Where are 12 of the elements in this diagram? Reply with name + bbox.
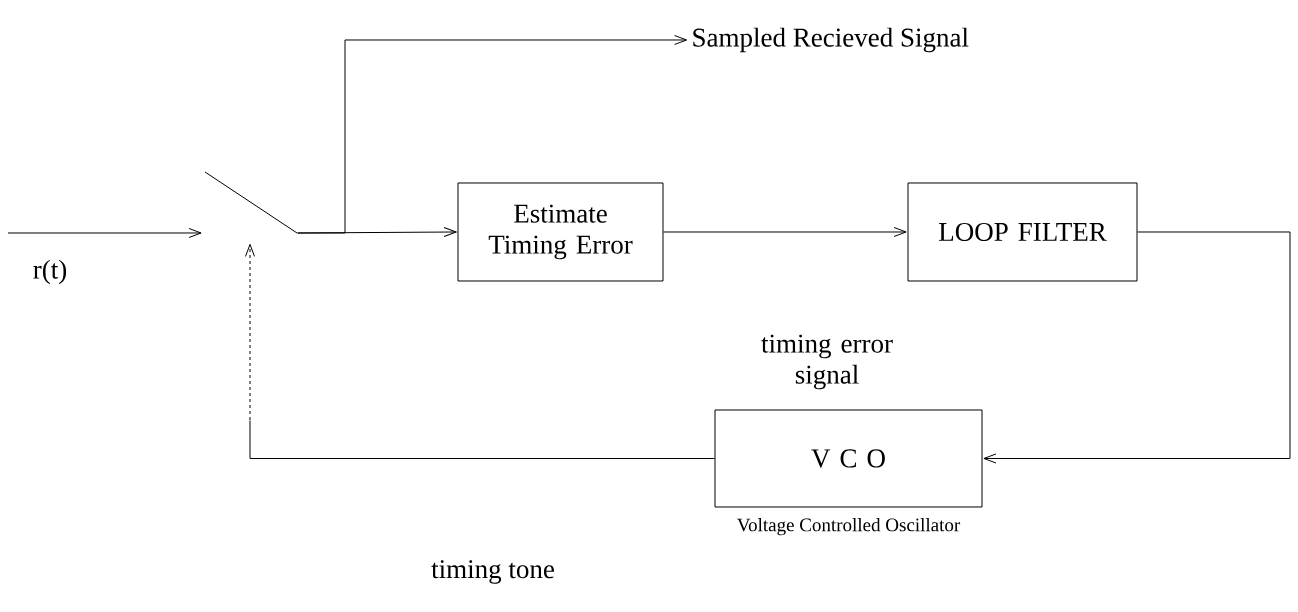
edge-label: r(t) — [33, 259, 67, 285]
arrow — [7, 228, 202, 238]
edge-label: timing tone — [431, 560, 554, 584]
arrow — [663, 227, 907, 237]
edge-label: timing error signal — [761, 334, 893, 390]
arrow — [983, 231, 1291, 464]
output-label: Sampled Recieved Signal — [693, 27, 969, 53]
node-label: Voltage Controlled Oscillator — [737, 518, 961, 536]
arrow — [297, 35, 688, 234]
process-box: Estimate Timing Error — [457, 182, 664, 282]
process-box: LOOP FILTER — [907, 182, 1138, 282]
process-box: V C O — [714, 409, 983, 508]
